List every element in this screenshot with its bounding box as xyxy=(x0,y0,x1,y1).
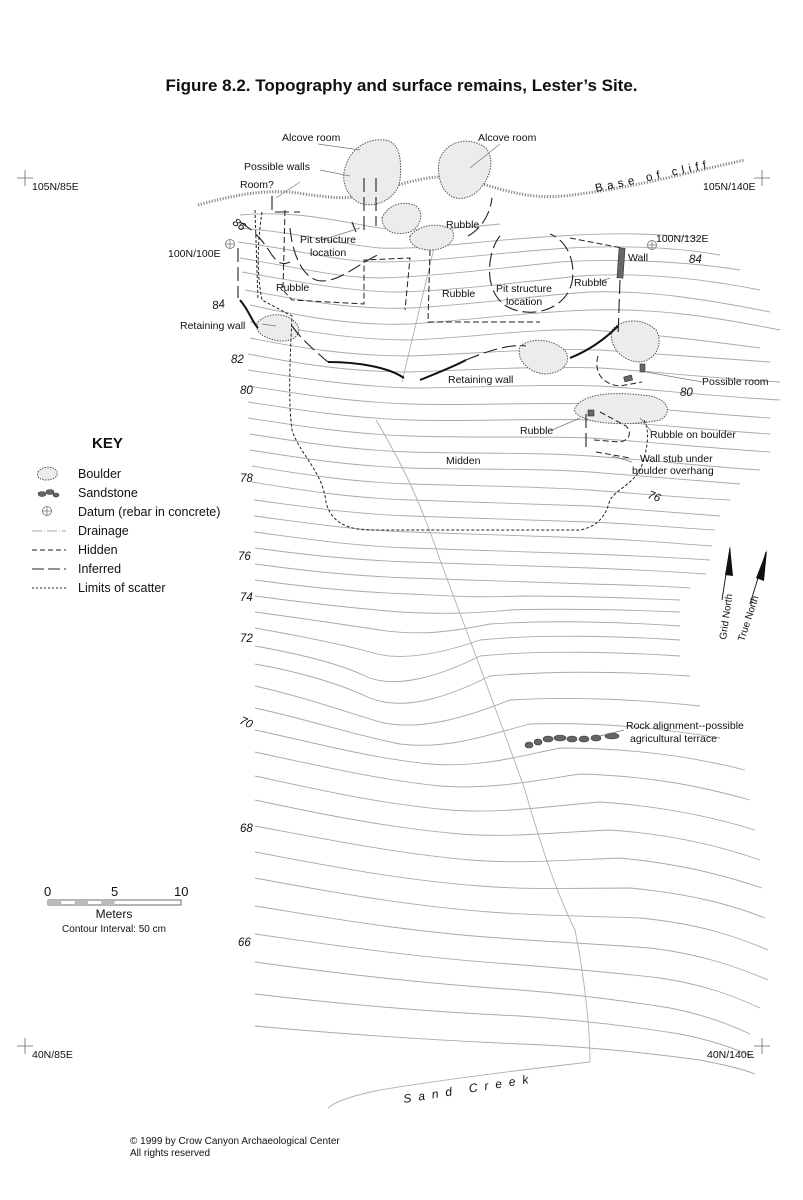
drainage-lines xyxy=(327,247,591,1109)
rights-line: All rights reserved xyxy=(130,1148,211,1159)
key-item-limits-of-scatter: Limits of scatter xyxy=(78,581,166,595)
contour-label-86: 86 xyxy=(230,216,248,234)
label-agricultural-terrace: agricultural terrace xyxy=(630,733,717,745)
label-pit-structure-1: Pit structure xyxy=(300,234,356,246)
copyright-footer: © 1999 by Crow Canyon Archaeological Cen… xyxy=(130,1136,340,1160)
label-pit-structure-1-location: location xyxy=(310,247,346,259)
label-alcove-room-2: Alcove room xyxy=(478,132,537,144)
label-pit-structure-2: Pit structure xyxy=(496,283,552,295)
contour-interval: Contour Interval: 50 cm xyxy=(62,924,166,935)
contour-label-66: 66 xyxy=(238,937,251,949)
label-pit-structure-2-location: location xyxy=(506,296,542,308)
contour-label-80-right: 80 xyxy=(680,387,693,399)
corner-label-bottom-left: 40N/85E xyxy=(32,1049,73,1061)
contour-label-84-right: 84 xyxy=(689,254,702,266)
key-item-inferred: Inferred xyxy=(78,562,121,576)
corner-label-top-left: 105N/85E xyxy=(32,181,79,193)
grid-north-arrow-icon xyxy=(725,546,733,576)
datum-icon xyxy=(225,239,235,249)
corner-label-top-right: 105N/140E xyxy=(703,181,756,193)
label-rubble-lower: Rubble xyxy=(520,425,553,437)
label-possible-walls: Possible walls xyxy=(244,161,310,173)
contour-label-70: 70 xyxy=(238,715,255,732)
label-rubble-right: Rubble xyxy=(574,277,607,289)
label-rubble-left: Rubble xyxy=(276,282,309,294)
contour-lines xyxy=(237,213,781,1075)
label-base-of-cliff: Base of cliff xyxy=(594,159,712,195)
contour-label-68: 68 xyxy=(240,823,253,835)
scale-tick-10: 10 xyxy=(174,884,188,899)
contour-label-78: 78 xyxy=(240,473,253,485)
sandstone-blocks xyxy=(524,247,646,749)
north-arrows: Grid North True North xyxy=(718,546,767,643)
key-item-boulder: Boulder xyxy=(78,467,121,481)
label-alcove-room-1: Alcove room xyxy=(282,132,341,144)
grid-north-label: Grid North xyxy=(718,593,735,640)
inferred-walls xyxy=(237,178,621,448)
hidden-walls xyxy=(282,209,643,459)
true-north-arrow-icon xyxy=(756,550,767,581)
sandstone-icon xyxy=(37,489,60,498)
label-midden: Midden xyxy=(446,455,481,467)
label-wall-stub-overhang: boulder overhang xyxy=(632,465,714,477)
copyright-line: © 1999 by Crow Canyon Archaeological Cen… xyxy=(130,1136,340,1147)
base-of-cliff-line xyxy=(197,158,746,207)
boulder-icon xyxy=(37,466,58,481)
key-item-datum: Datum (rebar in concrete) xyxy=(78,505,220,519)
contour-label-74: 74 xyxy=(240,592,253,604)
true-north-label: True North xyxy=(736,594,761,643)
contour-label-76-left: 76 xyxy=(238,551,251,563)
key-title: KEY xyxy=(92,435,123,452)
scale-tick-0: 0 xyxy=(44,884,51,899)
contour-label-82: 82 xyxy=(231,354,244,366)
datum-icon xyxy=(647,240,657,250)
scale-bar: 0 5 10 Meters Contour Interval: 50 cm xyxy=(44,884,188,935)
datum-label-right: 100N/132E xyxy=(656,233,709,245)
leader-lines xyxy=(261,143,703,737)
alcove-boulders xyxy=(256,139,668,425)
label-rubble-top: Rubble xyxy=(446,219,479,231)
key-item-sandstone: Sandstone xyxy=(78,486,138,500)
label-room: Room? xyxy=(240,179,274,191)
map-key: KEY Boulder Sandstone Datum (rebar in co… xyxy=(32,435,220,595)
scatter-limit-line xyxy=(254,209,648,531)
key-item-hidden: Hidden xyxy=(78,543,118,557)
scale-unit: Meters xyxy=(96,907,133,921)
retaining-walls xyxy=(239,299,619,381)
datum-icon xyxy=(42,506,52,516)
scale-tick-5: 5 xyxy=(111,884,118,899)
label-rubble-on-boulder: Rubble on boulder xyxy=(650,429,736,441)
key-item-drainage: Drainage xyxy=(78,524,129,538)
label-retaining-wall-1: Retaining wall xyxy=(180,320,245,332)
label-wall-stub: Wall stub under xyxy=(640,453,713,465)
label-retaining-wall-2: Retaining wall xyxy=(448,374,513,386)
label-wall: Wall xyxy=(628,252,648,264)
contour-label-80-left: 80 xyxy=(240,385,253,397)
contour-label-84-left: 84 xyxy=(211,298,226,312)
contour-label-76-right: 76 xyxy=(646,489,663,505)
contour-label-72: 72 xyxy=(240,633,253,645)
label-rock-alignment: Rock alignment--possible xyxy=(626,720,744,732)
label-rubble-mid: Rubble xyxy=(442,288,475,300)
figure-title: Figure 8.2. Topography and surface remai… xyxy=(165,76,638,95)
corner-label-bottom-right: 40N/140E xyxy=(707,1049,754,1061)
corner-markers xyxy=(17,170,770,1054)
datum-label-left: 100N/100E xyxy=(168,248,221,260)
label-possible-room: Possible room xyxy=(702,376,769,388)
